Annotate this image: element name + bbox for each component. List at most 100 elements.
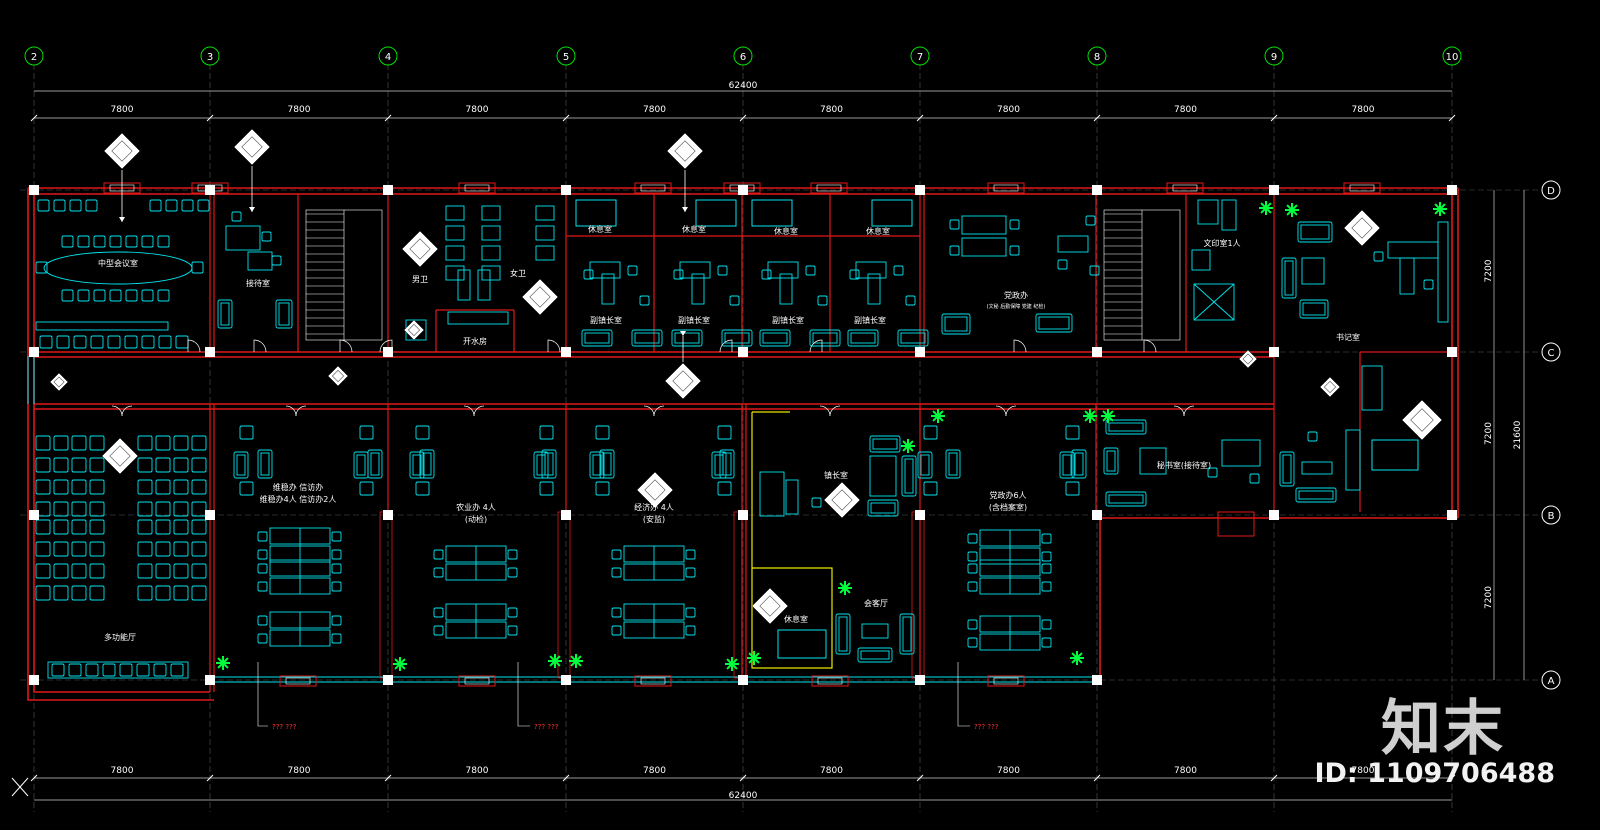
column [1269,347,1279,357]
sofa [419,449,435,479]
label-male-wc: 男卫 [412,275,428,284]
desk [481,205,501,221]
window-sash [464,184,490,192]
lamp-detail [1410,408,1434,432]
label-female-wc: 女卫 [510,268,526,278]
chair [611,549,622,560]
axis-bubble [1541,505,1561,525]
lamp [401,230,439,268]
window [458,675,496,687]
sofa [1105,419,1147,435]
dimension-tick [206,774,214,782]
chair [1249,473,1260,484]
column [738,185,748,195]
lamp [521,278,559,316]
column [1447,347,1457,357]
plant-leaf [1076,652,1083,659]
label-secretary-office: 书记室 [1336,332,1360,342]
lamp [101,437,139,475]
chair [56,335,70,349]
chair [967,619,978,630]
sofa [899,613,915,655]
lamp-arrow [119,217,125,222]
chair [257,531,268,542]
window [810,182,848,194]
sofa-cushion [584,332,610,344]
chair [165,199,178,212]
column [205,510,215,520]
lamp-detail [53,376,65,388]
chair [261,231,272,242]
window [634,675,672,687]
window [1343,182,1381,194]
axis-bubble [733,46,753,66]
label-reception: 接待室 [246,278,270,288]
chair [53,585,69,601]
plant-leaf [1291,204,1298,211]
dimension-tick [206,114,214,122]
sofa [1105,491,1147,507]
dimension-tick [1093,774,1101,782]
column [1092,675,1102,685]
desk [481,245,501,261]
sofa [1297,221,1333,243]
window [987,675,1025,687]
sofa-cushion [544,452,554,476]
chair [137,563,153,579]
chair [71,435,87,451]
lamp-detail [1242,353,1254,365]
chair [173,457,189,473]
door-swing [1183,405,1195,417]
sofa-cushion [900,332,926,344]
chair [157,289,170,302]
chair [158,335,172,349]
chair [85,199,98,212]
chair [173,563,189,579]
chair [507,567,518,578]
bay-dimension: 7800 [111,766,134,776]
sofa-cushion [1298,490,1334,500]
label-rest-1: 休息室 [588,224,612,234]
door-swing [379,339,393,353]
desk [225,225,261,251]
chair [1065,481,1080,496]
desk [1057,235,1089,253]
chair [331,615,342,626]
furniture [35,199,1449,679]
chair [257,615,268,626]
axis-bubble [1087,46,1107,66]
desk [869,455,897,497]
lamp [1343,209,1381,247]
watermark-logo: 知末 [1381,694,1505,764]
desk [867,273,881,305]
label-agri-b: (动检) [465,514,487,524]
windows-bottom [279,511,1255,687]
axis-label: 3 [207,52,213,63]
door-swing [473,405,485,417]
chair [53,541,69,557]
axis-bubble [1264,46,1284,66]
column [738,510,748,520]
axis-bubble [378,46,398,66]
lamp-detail [331,369,345,383]
windows-top [103,182,1381,194]
chair [967,563,978,574]
door-swing [547,339,561,353]
lamp [233,128,271,166]
label-meeting: 中型会议室 [98,258,138,268]
desk [445,225,465,241]
chair [611,567,622,578]
sofa-cushion [870,502,896,514]
chair [155,519,171,535]
window [811,675,849,687]
bay-dimension: 7800 [288,105,311,115]
desk [477,269,491,301]
chair [53,435,69,451]
window-sash [1349,184,1375,192]
desk [447,311,509,325]
chair [673,269,684,280]
axis-bubble [556,46,576,66]
